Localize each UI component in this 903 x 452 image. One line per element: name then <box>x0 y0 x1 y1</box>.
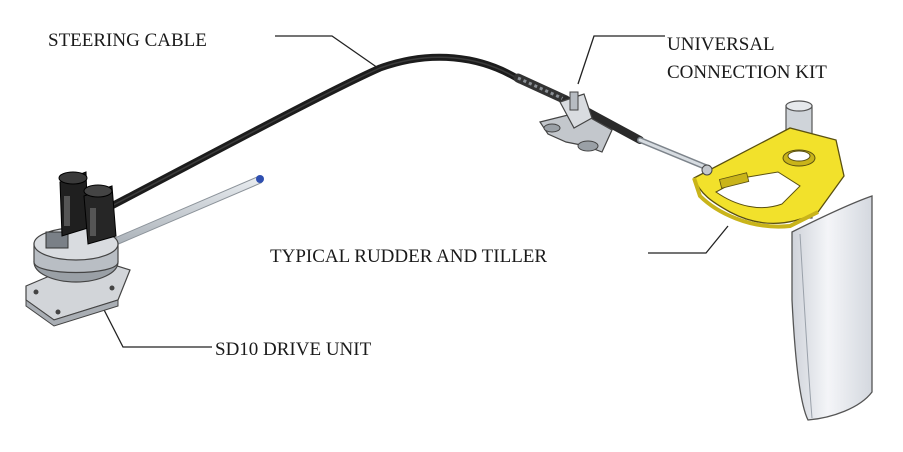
universal-kit-leader <box>577 35 665 85</box>
rudder-tiller-leader <box>648 225 729 254</box>
drive-unit-leader <box>98 299 212 348</box>
tiller-arm <box>692 127 845 229</box>
steering-cable <box>96 53 524 216</box>
universal-connection-kit-label: UNIVERSAL CONNECTION KIT <box>667 31 827 87</box>
drive-pushrod <box>101 175 264 250</box>
rudder-tiller-label: TYPICAL RUDDER AND TILLER <box>270 246 548 267</box>
steering-cable-leader <box>275 35 379 69</box>
rudder-blade <box>791 195 873 421</box>
universal-connection-bracket <box>539 91 613 153</box>
drive-motor <box>58 171 117 245</box>
drive-unit-label: SD10 DRIVE UNIT <box>215 339 372 360</box>
universal-label-line1: UNIVERSAL <box>667 34 775 55</box>
steering-cable-label: STEERING CABLE <box>48 30 207 51</box>
pushrod-tip <box>256 175 264 183</box>
drive-unit <box>25 171 131 327</box>
universal-label-line2: CONNECTION KIT <box>667 62 827 83</box>
